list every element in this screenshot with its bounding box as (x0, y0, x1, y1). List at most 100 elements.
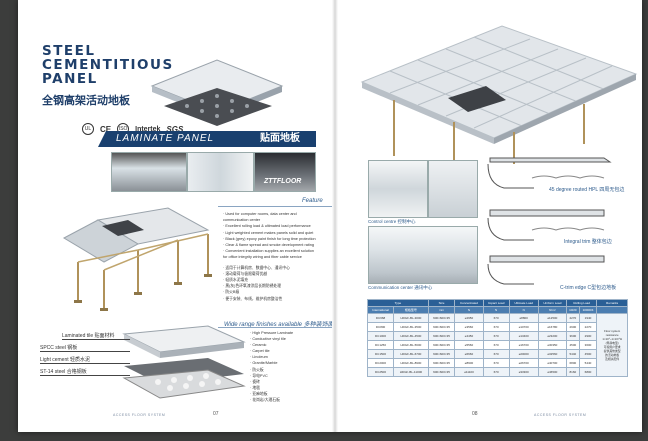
photo-office (187, 152, 254, 192)
table-cell: 600×600×35 (427, 322, 456, 332)
title-line: STEEL (42, 43, 96, 59)
table-cell: HDGF-BL-8900 (393, 358, 429, 368)
banner-title: LAMINATE PANEL (116, 133, 215, 144)
table-subheader-row: International 规格型号 mm N N N N/m² 10/20 1… (366, 306, 628, 314)
ul-mark-icon: UL (82, 123, 94, 135)
leader-line (40, 363, 130, 364)
page-number: 08 (472, 411, 478, 417)
table-cell: ≥16780 (537, 322, 568, 332)
table-subheader-cell: mm (427, 306, 456, 314)
feature-item: · 适用于计算机房、数据中心、通讯中心 (223, 265, 290, 270)
table-cell: 2270 (566, 313, 580, 323)
table-subheader-cell: N (454, 306, 484, 314)
label-st14-cn: 合格钢板 (66, 369, 87, 375)
table-cell: 670 (482, 349, 510, 359)
label-spcc-text: SPCC steel (40, 345, 66, 351)
cert-intertek: Intertek (135, 125, 161, 133)
feature-item: · 黑(灰)色环氧漆涂层长期防锈处理 (223, 284, 282, 289)
remark-line: Floor system (604, 329, 621, 333)
right-page: Control centre 控制中心 Communication center… (334, 0, 642, 432)
product-title-cn: 全钢高架活动地板 (42, 95, 130, 107)
table-subheader-cell: 10/20 (566, 306, 580, 314)
feature-item: · 便于安装、布线，维护机房整洁性 (223, 296, 283, 301)
finish-item: · 瓷砖 (250, 379, 260, 384)
remark-line: (导静电型) (605, 341, 619, 345)
caption-control-cn: 控制中心 (397, 219, 416, 224)
table-subheader-cell: N (482, 306, 510, 314)
edge-label-integral-cn: 整体包边 (591, 239, 612, 245)
feature-list: · Used for computer rooms, data center a… (223, 211, 335, 302)
table-cell: ≥8900 (454, 358, 484, 368)
remark-line: 及相关配件 (605, 357, 620, 361)
edge-detail-diagrams (487, 157, 612, 285)
label-cement-text: Light cement (40, 357, 69, 363)
table-cell: HDGF-BL-4500 (393, 331, 429, 341)
table-cell: 670 (482, 340, 510, 350)
finish-item: · 地毯 (250, 385, 260, 390)
table-cell: 600×600×35 (427, 313, 456, 323)
label-laminated-tile: Laminated tile 贴面材料 (62, 332, 115, 339)
leader-line (40, 351, 130, 352)
table-cell: 600×600×35 (427, 367, 456, 377)
table-cell: 4500 (566, 340, 580, 350)
feature-item: · Convenient installation supplies an ex… (223, 249, 314, 254)
table-cell: 600×600×35 (427, 340, 456, 350)
edge-label-45-text: 45 degree routed HPL (549, 187, 599, 193)
page-fold (332, 0, 338, 432)
caption-control-centre: Control centre 控制中心 (368, 219, 416, 225)
label-laminated-text: Laminated tile (62, 333, 94, 339)
left-page: STEEL CEMENTITIOUS PANEL 全钢高架活动地板 UL CE … (18, 0, 334, 432)
table-header-cell: Size (427, 299, 456, 307)
product-title: STEEL CEMENTITIOUS PANEL (42, 44, 174, 86)
table-cell: DC800 (366, 322, 395, 332)
remark-line: 的活动地板 (605, 353, 620, 357)
table-cell: DC2500 (366, 367, 395, 377)
table-cell: 670 (482, 322, 510, 332)
edge-label-c-trim: C-trim edge C型包边地板 (560, 284, 616, 291)
finish-item: · Linoleum (250, 355, 268, 360)
table-cell: ≥10700 (508, 322, 539, 332)
table-cell: 1940 (578, 313, 598, 323)
table-header-cell: Remarks (596, 299, 628, 307)
table-cell: HDGF-BL-3000 (393, 313, 429, 323)
finish-item: · Granite/Marble (250, 361, 278, 366)
label-light-cement: Light cement 轻质水泥 (40, 356, 90, 363)
table-cell: ≥3560 (454, 322, 484, 332)
table-header-cell: Ultimate Load (508, 299, 539, 307)
table-cell: 600×600×35 (427, 358, 456, 368)
table-cell: 4500 (578, 349, 598, 359)
feature-item: · Light weighted cement makes panels sol… (223, 230, 314, 235)
leader-line (40, 375, 130, 376)
table-header-cell: Impact Load (482, 299, 510, 307)
table-cell: 670 (482, 331, 510, 341)
table-cell: ≥12500 (537, 313, 568, 323)
table-cell: 2900 (578, 331, 598, 341)
table-cell: ≥4450 (454, 331, 484, 341)
table-cell: ≥8800 (508, 313, 539, 323)
photo-server-room (254, 152, 316, 192)
title-line: PANEL (42, 71, 98, 87)
table-cell: 6800 (578, 367, 598, 377)
photo-equipment (428, 160, 478, 218)
table-cell: HDGF-BL-5600 (393, 340, 429, 350)
feature-item: · Clear & flame spread and smoke develop… (223, 243, 314, 248)
table-header-cell: Uniform Load (537, 299, 568, 307)
table-cell: DC1500 (366, 349, 395, 359)
caption-communication: Communication center 通讯中心 (368, 285, 432, 291)
title-line: CEMENTITIOUS (42, 57, 174, 73)
table-header-cell: Type (367, 299, 429, 307)
brochure-spread: STEEL CEMENTITIOUS PANEL 全钢高架活动地板 UL CE … (18, 0, 642, 432)
table-cell: ≥11100 (454, 367, 484, 377)
table-cell: ≥30350 (537, 340, 568, 350)
table-cell: ≥2950 (454, 313, 484, 323)
edge-label-45-cn: 四周无包边 (599, 187, 625, 193)
table-cell: 2900 (566, 322, 580, 332)
label-laminated-cn: 贴面材料 (94, 333, 115, 339)
table-header-row: Type Size Concentrated Impact Load Ultim… (367, 299, 628, 307)
table-cell: DC1000 (366, 331, 395, 341)
specification-table: Type Size Concentrated Impact Load Ultim… (366, 299, 628, 377)
table-cell: DC2000 (366, 358, 395, 368)
